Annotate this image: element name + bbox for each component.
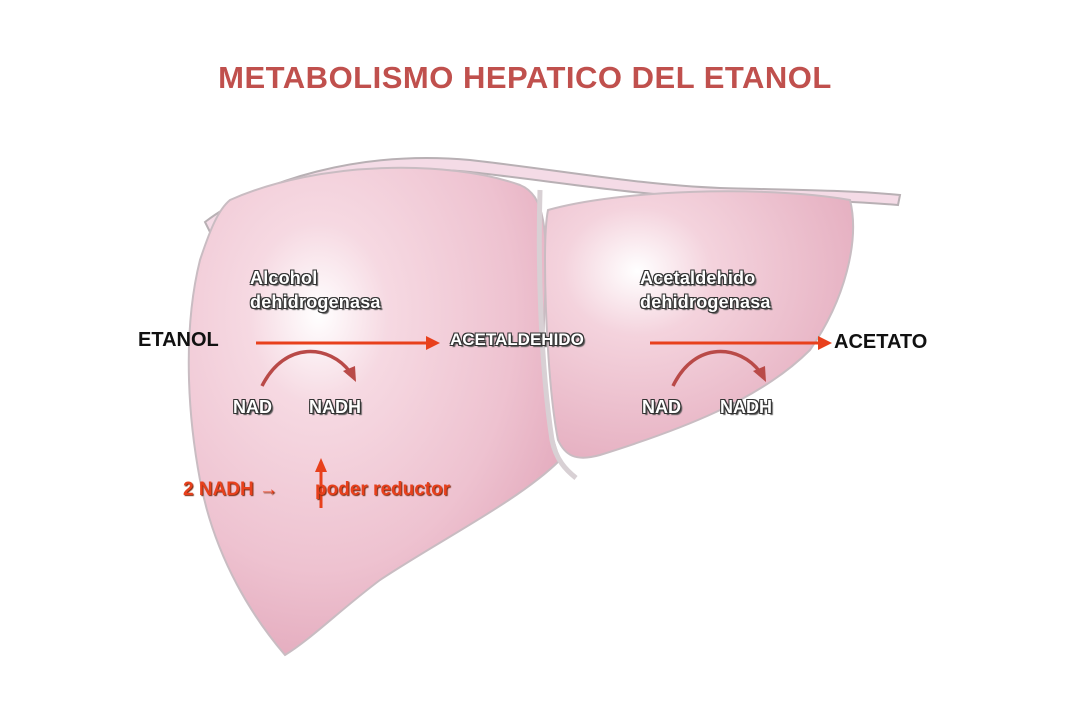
compound-acetato: ACETATO <box>834 331 928 353</box>
compound-acetaldehido: ACETALDEHIDO <box>450 330 584 349</box>
compound-etanol: ETANOL <box>138 329 219 351</box>
liver-right-lobe <box>543 190 854 459</box>
liver-left-lobe <box>187 166 562 657</box>
arrow-acetaldehido-to-acetato <box>650 336 832 350</box>
curved-arrow-nad-to-nadh-step2 <box>671 349 766 387</box>
arrow-etanol-to-acetaldehido <box>256 336 440 350</box>
enzyme-acetaldehido-dehidrogenasa: Acetaldehido dehidrogenasa <box>640 266 771 314</box>
enzyme-line2: dehidrogenasa <box>640 292 771 312</box>
cofactor-nadh-step2: NADH <box>720 397 772 417</box>
note-poder-reductor: poder reductor <box>315 479 451 500</box>
enzyme-line1: Acetaldehido <box>640 268 756 288</box>
curved-arrow-nad-to-nadh-step1 <box>260 349 356 387</box>
enzyme-line1: Alcohol <box>250 268 318 288</box>
enzyme-line2: dehidrogenasa <box>250 292 381 312</box>
page-title: METABOLISMO HEPATICO DEL ETANOL <box>218 60 832 95</box>
note-2-nadh: 2 NADH → <box>183 479 279 500</box>
arrow-up-nadh <box>315 458 327 508</box>
cofactor-nadh-step1: NADH <box>309 397 361 417</box>
enzyme-alcohol-dehidrogenasa: Alcohol dehidrogenasa <box>250 266 381 314</box>
liver-fissure <box>536 189 578 480</box>
cofactor-nad-step1: NAD <box>233 397 272 417</box>
cofactor-nad-step2: NAD <box>642 397 681 417</box>
